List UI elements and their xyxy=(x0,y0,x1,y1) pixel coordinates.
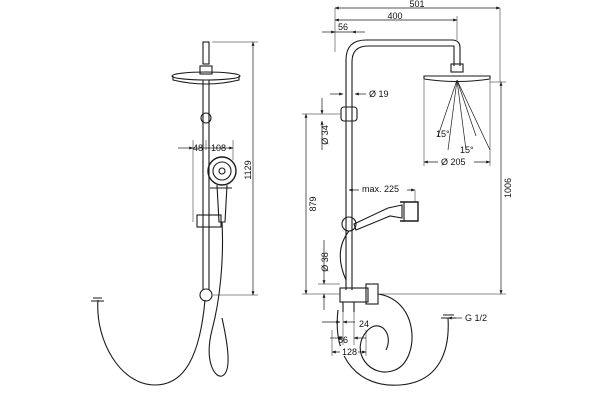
side-dim-valve-height: 24 xyxy=(359,319,369,329)
front-dim-right: 108 xyxy=(211,143,226,153)
side-dim-total-width: 501 xyxy=(409,0,424,9)
front-hand-shower xyxy=(207,156,237,223)
side-dim-valve-width: 128 xyxy=(342,347,357,357)
side-dim-valve-offset: 56 xyxy=(338,335,348,345)
side-dim-holder-height: 879 xyxy=(308,196,318,211)
side-spray-lines xyxy=(437,79,491,151)
side-dim-head-height: 1006 xyxy=(503,178,513,198)
side-hose xyxy=(339,230,350,281)
side-dim-arm-length: 400 xyxy=(387,11,402,21)
side-dim-thread: G 1/2 xyxy=(465,313,487,323)
side-shower-arm-inner xyxy=(351,45,455,290)
front-head-shower xyxy=(171,65,241,85)
side-mixing-valve xyxy=(339,283,379,312)
side-dim-angle-right: 15° xyxy=(460,145,474,155)
front-riser-top xyxy=(202,41,210,65)
front-view: 1129 48 108 xyxy=(91,41,258,386)
side-shower-arm xyxy=(345,39,461,290)
front-riser-pipe xyxy=(199,80,213,302)
side-dim-pipe-dia-upper: Ø 34 xyxy=(320,125,330,145)
side-dim-pipe-dia-lower: Ø 38 xyxy=(320,252,330,272)
side-view: 501 400 56 Ø 19 Ø 34 879 max. 225 Ø 38 xyxy=(302,0,513,386)
side-hose-loop xyxy=(359,293,413,373)
front-slider xyxy=(196,214,222,228)
front-hose xyxy=(208,221,229,377)
side-dim-pipe-dia: Ø 19 xyxy=(369,89,389,99)
front-dim-height: 1129 xyxy=(243,160,253,179)
side-pipe-joint xyxy=(340,106,358,122)
side-hose-end xyxy=(441,314,456,319)
side-dim-max-reach: max. 225 xyxy=(362,184,399,194)
front-hose-end xyxy=(91,297,104,302)
side-hand-shower xyxy=(353,201,419,231)
front-bottom-hose xyxy=(97,299,206,386)
side-dim-angle-left: 15° xyxy=(436,129,450,139)
front-dim-left: 48 xyxy=(193,143,203,153)
side-head-shower xyxy=(423,63,491,83)
side-dim-top-offset: 56 xyxy=(338,22,348,32)
side-dim-head-dia: Ø 205 xyxy=(441,157,466,167)
